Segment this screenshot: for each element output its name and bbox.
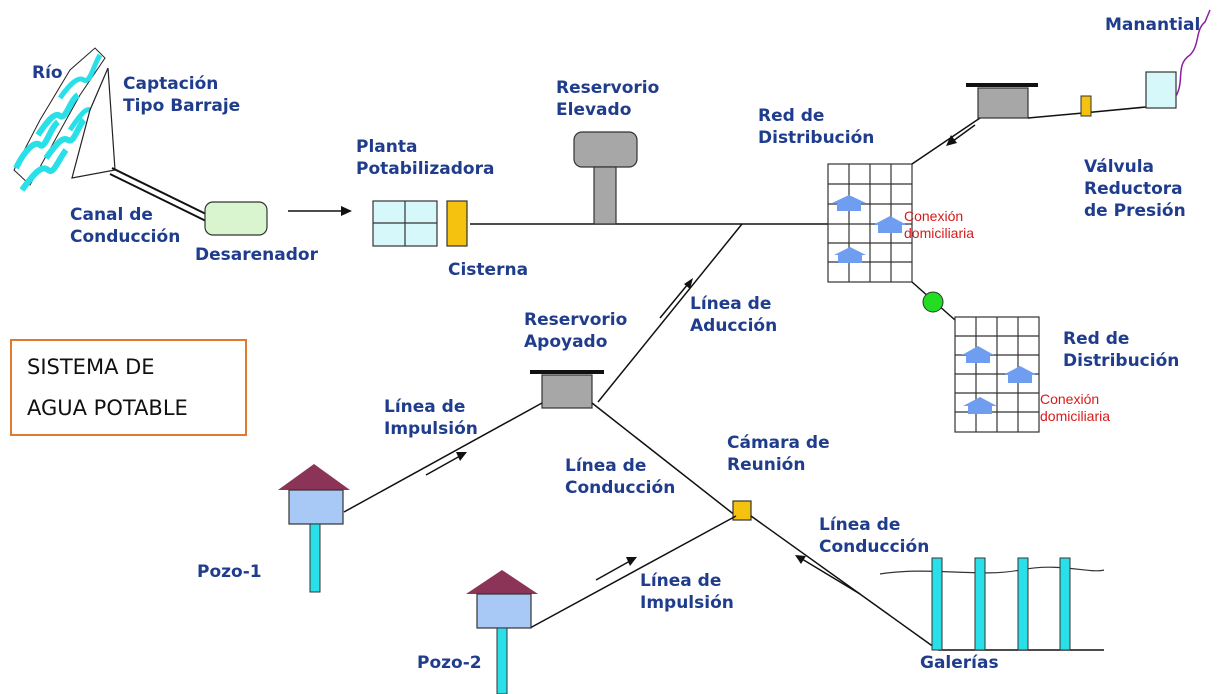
label-captacion: Captación Tipo Barraje: [123, 74, 241, 116]
planta-potabilizadora: [372, 200, 438, 247]
label-linea-conduccion-2: Línea de Conducción: [819, 515, 930, 557]
canal-conduccion: [109, 167, 209, 222]
reservorio-apoyado: [530, 370, 604, 409]
house-icon: [873, 216, 907, 233]
house-icon: [834, 247, 866, 263]
house-icon: [962, 346, 994, 363]
title-line-2: AGUA POTABLE: [27, 396, 188, 420]
linea-conduccion-2: [750, 515, 939, 651]
label-conexion-1: Conexión domiciliaria: [904, 208, 975, 241]
label-cisterna: Cisterna: [448, 260, 529, 280]
house-icon: [963, 397, 997, 414]
label-linea-conduccion-1: Línea de Conducción: [565, 456, 676, 498]
label-conexion-2: Conexión domiciliaria: [1040, 391, 1111, 424]
camara-reunion-box: [732, 500, 752, 521]
label-valvula: Válvula Reductora de Presión: [1084, 157, 1186, 221]
galerias-icon: [879, 557, 1105, 651]
flow-arrow: [595, 560, 631, 581]
label-linea-aduccion: Línea de Aducción: [690, 294, 778, 336]
label-manantial: Manantial: [1105, 15, 1201, 35]
label-galerias: Galerías: [920, 653, 999, 673]
label-pozo-2: Pozo-2: [417, 653, 482, 673]
linea-impulsion-1: [343, 402, 543, 513]
valve-circle: [922, 291, 944, 313]
label-red-distribucion-2: Red de Distribución: [1063, 329, 1180, 371]
linea-impulsion-2: [529, 515, 737, 629]
label-reservorio-apoyado: Reservorio Apoyado: [524, 310, 628, 352]
river-icon: [13, 47, 116, 192]
valvula-reductora: [1080, 95, 1092, 117]
linea-aduccion: [597, 223, 743, 403]
house-icon: [1003, 366, 1037, 383]
cisterna-tank: [446, 200, 468, 247]
desarenador-tank: [204, 201, 268, 236]
flow-arrow: [801, 558, 861, 595]
linea-conduccion-1: [591, 402, 737, 517]
label-linea-impulsion-2: Línea de Impulsión: [640, 571, 734, 613]
label-canal: Canal de Conducción: [70, 205, 181, 247]
manantial-box: [1145, 71, 1177, 109]
flow-arrow: [425, 455, 461, 476]
manantial-tank: [966, 83, 1038, 119]
title-line-1: SISTEMA DE: [27, 355, 155, 379]
reservorio-elevado: [573, 131, 638, 225]
house-icon: [832, 195, 866, 211]
label-planta: Planta Potabilizadora: [356, 137, 495, 179]
spring-stream: [1175, 9, 1211, 97]
flow-arrow: [659, 283, 689, 319]
pozo-1-icon: [278, 464, 350, 593]
label-reservorio-elevado: Reservorio Elevado: [556, 78, 660, 120]
label-rio: Río: [32, 63, 63, 83]
title-box: SISTEMA DE AGUA POTABLE: [10, 339, 247, 436]
flow-arrow: [952, 124, 976, 142]
label-pozo-1: Pozo-1: [197, 562, 262, 582]
label-linea-impulsion-1: Línea de Impulsión: [384, 397, 478, 439]
label-desarenador: Desarenador: [195, 245, 318, 265]
label-camara-reunion: Cámara de Reunión: [727, 433, 830, 475]
manantial-line: [911, 117, 981, 165]
label-red-distribucion-1: Red de Distribución: [758, 106, 875, 148]
pozo-2-icon: [466, 570, 538, 694]
